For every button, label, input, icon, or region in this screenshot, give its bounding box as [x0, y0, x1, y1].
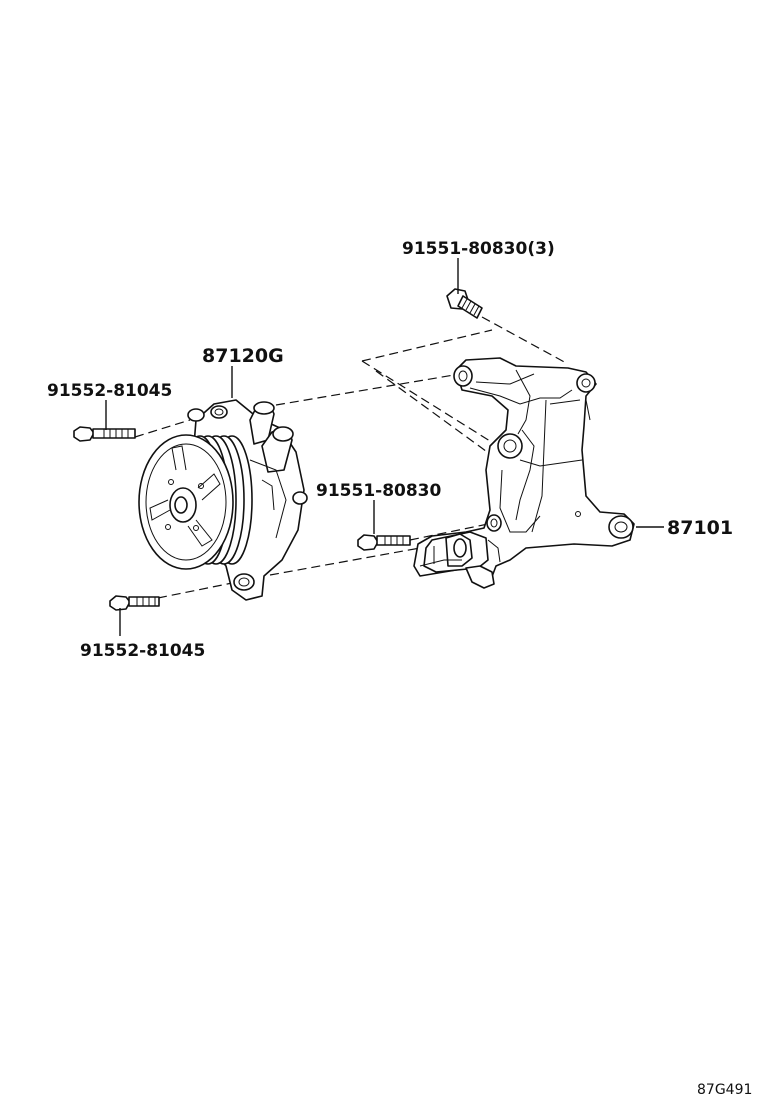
- leader-lines: [105, 258, 664, 636]
- figure-id: 87G491: [697, 1082, 752, 1098]
- label-bolt-left-lower: 91552-81045: [80, 641, 205, 661]
- bolt-top[interactable]: [446, 288, 483, 319]
- alignment-lines: [134, 316, 569, 599]
- bolt-mid[interactable]: [357, 534, 411, 551]
- label-bolt-mid: 91551-80830: [316, 481, 442, 501]
- label-pump: 87120G: [202, 345, 284, 367]
- pump-bracket[interactable]: [413, 357, 635, 589]
- label-bracket: 87101: [667, 517, 733, 539]
- bolt-left-upper[interactable]: [73, 426, 136, 442]
- label-bolt-left-upper: 91552-81045: [47, 381, 172, 401]
- vane-pump-assembly[interactable]: [138, 399, 308, 601]
- pulley: [138, 434, 253, 570]
- label-bolt-top: 91551-80830(3): [402, 239, 555, 259]
- bolt-left-lower[interactable]: [109, 595, 160, 611]
